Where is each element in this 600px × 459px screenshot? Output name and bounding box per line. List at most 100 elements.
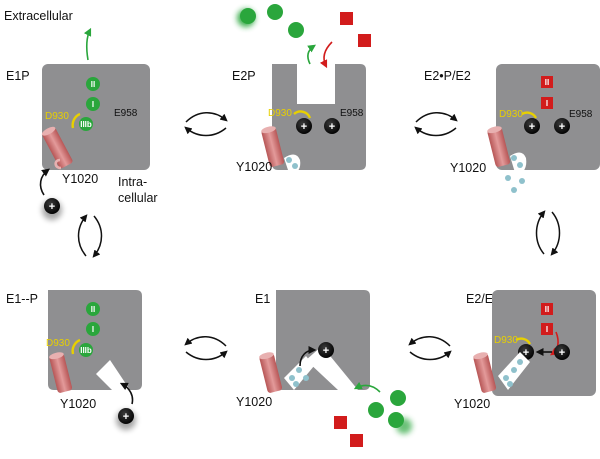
domain-iiib-site [79,117,93,131]
equilibrium-arrow-e1p-e2p [184,112,228,137]
cation-sign: + [523,347,529,359]
water-molecule [296,367,302,373]
state-label-e1: E1 [255,292,270,306]
released-green-ion [267,4,283,20]
y1020-label: Y1020 [60,397,96,411]
water-molecule [507,381,513,387]
ion-entry-arrow [119,382,134,405]
equilibrium-arrow-e2p-e2-e2-e1 [535,210,561,256]
water-molecule [289,375,295,381]
state-label-e2-e1: E2/E1 [466,292,500,306]
cation-sign: + [323,345,329,357]
y1020-helix [487,126,511,167]
water-molecule [303,375,309,381]
cation-ion [524,118,540,134]
water-molecule [293,381,299,387]
membrane-box-open-out [272,64,366,170]
ion-exit-arrow [299,346,317,367]
y1020-label: Y1020 [454,397,490,411]
red-ion [358,34,371,47]
d930-arc [71,112,81,129]
state-e2-e1: E2/E1 II I D930 + + Y1020 [454,290,596,411]
domain-ii-site [86,77,100,91]
cation-ion [324,118,340,134]
y1020-label: Y1020 [236,160,272,174]
d930-label: D930 [494,335,518,346]
cation-sign: + [559,347,565,359]
equilibrium-arrow-e1-e1-p [184,336,228,361]
membrane-box-open-in [48,290,142,390]
cation-ion [118,408,134,424]
d930-label: D930 [268,108,292,119]
cation-sign: + [329,121,335,133]
water-molecule [503,375,509,381]
red-ion [334,416,347,429]
cation-sign: + [123,411,129,423]
domain-iiib-site [79,343,93,357]
domain-iiib-label: IIIb [80,120,92,129]
green-entry-arrow [353,381,381,393]
state-label-e1-p: E1--P [6,292,38,306]
e958-label: E958 [569,109,593,120]
y1020-hook [54,158,62,170]
released-green-ion [288,22,304,38]
y1020-helix [473,352,497,393]
d930-arc [521,111,538,119]
d930-label: D930 [45,111,69,122]
water-molecule [517,162,523,168]
red-ion [340,12,353,25]
red-ion-site-i [541,97,553,109]
e958-label: E958 [114,108,138,119]
cation-ion [318,342,334,358]
red-ion [350,434,363,447]
intracellular-label-line1: Intra- [118,175,147,189]
cation-sign: + [559,121,565,133]
equilibrium-arrow-e1-p-e1p [77,214,103,258]
membrane-box [42,64,150,170]
d930-label: D930 [499,109,523,120]
d930-arc [293,110,312,119]
water-molecule [519,178,525,184]
red-entry-arrow [319,41,333,69]
water-molecule [286,157,292,163]
domain-i-label: I [546,99,548,108]
green-ion [368,402,384,418]
d930-arc [515,337,532,345]
equilibrium-arrow-e2p-e2p-e2 [414,112,458,137]
domain-iiib-label: IIIb [80,346,92,355]
d930-label: D930 [46,338,70,349]
e958-label: E958 [340,108,364,119]
ion-entry-arrow [39,168,50,196]
state-e1p: E1P II I IIIb D930 E958 Y1020 + [6,27,150,220]
domain-i-label: I [546,325,548,334]
cation-ion [44,198,60,214]
y1020-label: Y1020 [236,395,272,409]
membrane-box [496,64,600,170]
red-ion-site-i [541,323,553,335]
water-molecule [511,367,517,373]
water-molecule [511,155,517,161]
domain-ii-label: II [545,78,549,87]
y1020-label: Y1020 [450,161,486,175]
water-molecule [292,163,298,169]
water-molecule [511,187,517,193]
green-exit-arrow [307,44,316,65]
extracellular-label: Extracellular [4,9,73,23]
domain-i-label: I [92,325,94,334]
state-label-e1p: E1P [6,69,30,83]
red-ion-site-ii [541,303,553,315]
ion-release-arrow [83,27,92,61]
y1020-helix [41,126,73,169]
cation-sign: + [301,121,307,133]
red-ion-site-ii [541,76,553,88]
cation-sign: + [49,201,55,213]
state-e2p-e2: E2•P/E2 II I D930 E958 + + Y1020 [424,64,600,193]
released-green-ion [240,8,256,24]
state-label-e2p-e2: E2•P/E2 [424,69,471,83]
state-e1: E1 + Y1020 [236,290,412,447]
water-molecule [505,175,511,181]
d930-arc [71,338,81,355]
y1020-helix [261,126,285,167]
y1020-label: Y1020 [62,172,98,186]
